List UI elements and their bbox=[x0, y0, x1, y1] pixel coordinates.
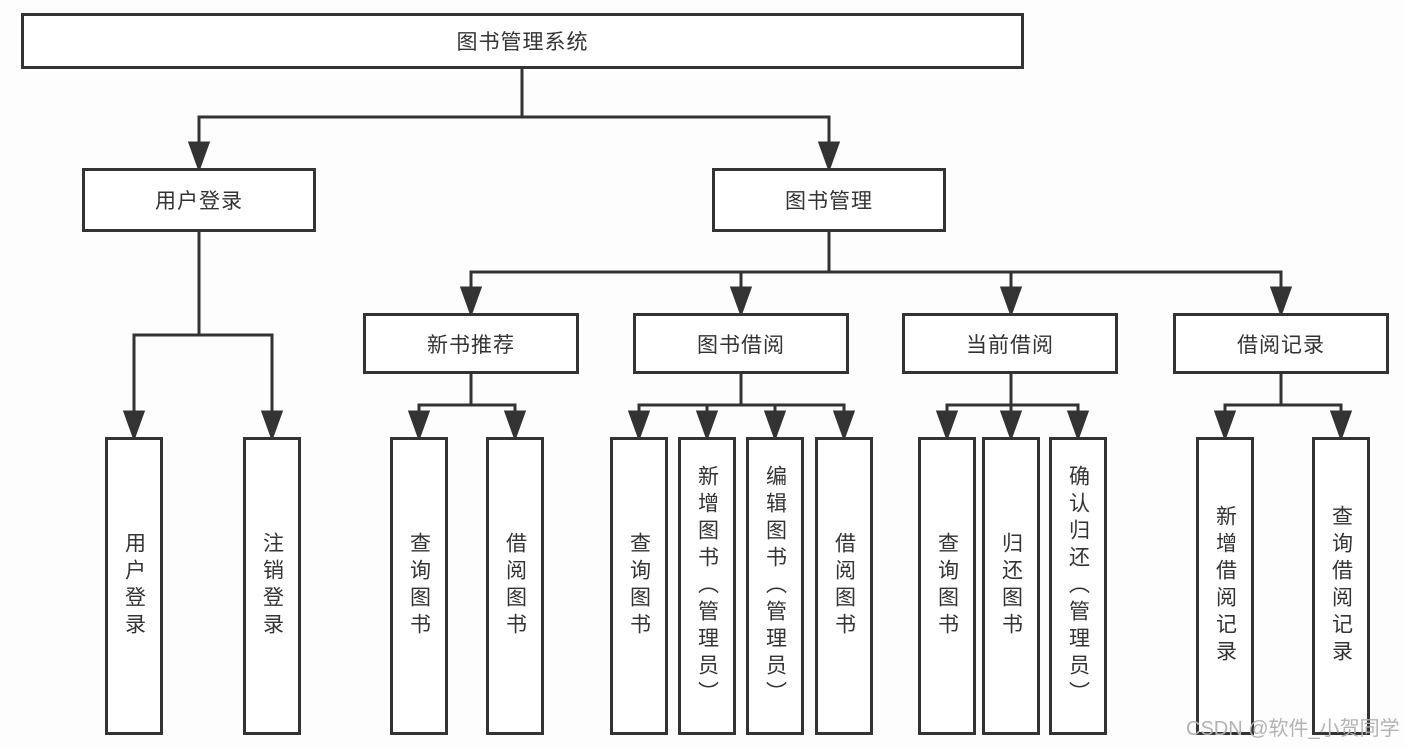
arrowhead bbox=[729, 286, 753, 318]
node-label: 查询图书 bbox=[935, 532, 959, 640]
arrowhead bbox=[503, 410, 527, 442]
arrowhead bbox=[459, 286, 483, 318]
arrowhead bbox=[999, 286, 1023, 318]
node-label: 借阅图书 bbox=[832, 532, 856, 640]
leaf-query-books-current: 查询图书 bbox=[918, 437, 976, 735]
node-root-book-management-system: 图书管理系统 bbox=[21, 13, 1024, 69]
node-label: 用户登录 bbox=[122, 532, 146, 640]
arrowhead bbox=[260, 410, 284, 442]
leaf-return-books: 归还图书 bbox=[982, 437, 1040, 735]
node-label: 新增借阅记录 bbox=[1213, 505, 1237, 667]
node-label: 新增图书（管理员） bbox=[695, 464, 719, 708]
csdn-watermark: CSDN @软件_小贺同学 bbox=[1186, 718, 1400, 740]
leaf-edit-books-admin: 编辑图书（管理员） bbox=[746, 437, 804, 735]
leaf-add-books-admin: 新增图书（管理员） bbox=[678, 437, 736, 735]
node-label: 查询借阅记录 bbox=[1329, 505, 1353, 667]
connector-current-borrow-to-leaves bbox=[935, 372, 1090, 442]
arrowhead bbox=[122, 410, 146, 442]
node-label: 图书借阅 bbox=[697, 333, 785, 357]
connector-book-borrow-to-leaves bbox=[627, 372, 856, 442]
leaf-query-books-newbook: 查询图书 bbox=[390, 437, 448, 735]
node-label: 确认归还（管理员） bbox=[1066, 464, 1090, 708]
connector-new-book-rec-to-leaves bbox=[407, 372, 527, 442]
node-label: 当前借阅 bbox=[966, 333, 1054, 357]
node-book-borrowing: 图书借阅 bbox=[633, 313, 849, 374]
leaf-query-books-borrowing: 查询图书 bbox=[610, 437, 668, 735]
leaf-query-borrow-record: 查询借阅记录 bbox=[1312, 437, 1370, 735]
arrowhead bbox=[1213, 410, 1237, 442]
connector-borrow-record-to-leaves bbox=[1213, 372, 1353, 442]
node-label: 归还图书 bbox=[999, 532, 1023, 640]
arrowhead bbox=[832, 410, 856, 442]
node-book-management: 图书管理 bbox=[712, 168, 946, 232]
connector-book-mgmt-to-level3 bbox=[459, 230, 1293, 318]
node-label: 编辑图书（管理员） bbox=[763, 464, 787, 708]
node-borrowing-records: 借阅记录 bbox=[1173, 313, 1389, 374]
arrowhead bbox=[187, 141, 211, 173]
node-label: 借阅记录 bbox=[1237, 333, 1325, 357]
node-label: 注销登录 bbox=[260, 532, 284, 640]
arrowhead bbox=[1269, 286, 1293, 318]
node-user-login: 用户登录 bbox=[82, 168, 316, 232]
arrowhead bbox=[763, 410, 787, 442]
leaf-add-borrow-record: 新增借阅记录 bbox=[1196, 437, 1254, 735]
node-label: 用户登录 bbox=[155, 190, 243, 213]
node-label: 新书推荐 bbox=[427, 333, 515, 357]
node-label: 查询图书 bbox=[407, 532, 431, 640]
node-current-borrowing: 当前借阅 bbox=[902, 313, 1118, 374]
node-label: 图书管理系统 bbox=[456, 31, 589, 54]
node-label: 查询图书 bbox=[627, 532, 651, 640]
node-label: 图书管理 bbox=[785, 190, 873, 213]
arrowhead bbox=[407, 410, 431, 442]
arrowhead bbox=[817, 141, 841, 173]
leaf-user-login: 用户登录 bbox=[105, 437, 163, 735]
leaf-borrow-books-newbook: 借阅图书 bbox=[486, 437, 544, 735]
node-new-book-recommend: 新书推荐 bbox=[363, 313, 579, 374]
connector-user-login-to-leaves bbox=[122, 230, 284, 442]
arrowhead bbox=[1329, 410, 1353, 442]
leaf-logout: 注销登录 bbox=[243, 437, 301, 735]
leaf-confirm-return-admin: 确认归还（管理员） bbox=[1049, 437, 1107, 735]
arrowhead bbox=[935, 410, 959, 442]
leaf-borrow-books-borrowing: 借阅图书 bbox=[815, 437, 873, 735]
arrowhead bbox=[1066, 410, 1090, 442]
arrowhead bbox=[999, 410, 1023, 442]
connector-root-to-level2 bbox=[187, 67, 841, 173]
arrowhead bbox=[695, 410, 719, 442]
arrowhead bbox=[627, 410, 651, 442]
node-label: 借阅图书 bbox=[503, 532, 527, 640]
